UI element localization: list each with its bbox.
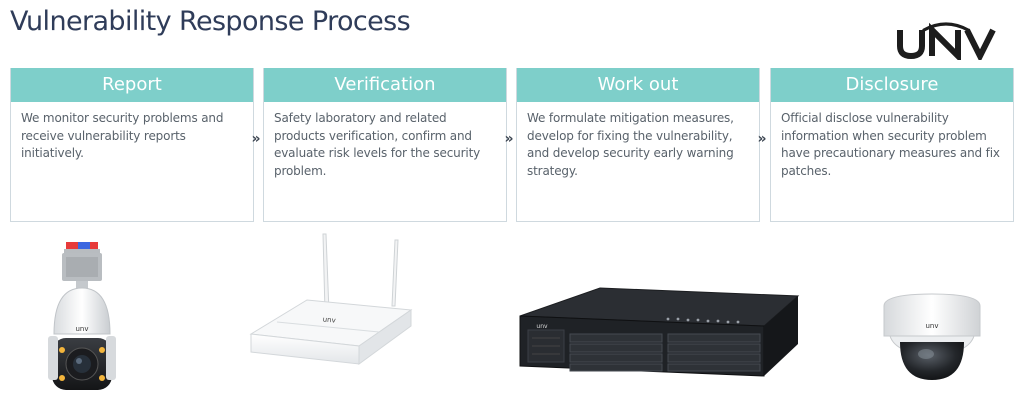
brand-mark: unv bbox=[75, 325, 88, 333]
step-description: Safety laboratory and related products v… bbox=[274, 111, 481, 178]
step-description: We formulate mitigation measures, develo… bbox=[527, 111, 734, 178]
step-title: Disclosure bbox=[771, 68, 1013, 102]
process-steps: Report We monitor security problems and … bbox=[10, 68, 1016, 222]
chevron-right-icon: » bbox=[757, 131, 767, 147]
brand-mark: unv bbox=[925, 322, 938, 330]
rack-nvr-image: unv bbox=[518, 286, 800, 378]
step-work-out: Work out We formulate mitigation measure… bbox=[516, 68, 760, 222]
wireless-nvr-image: unv bbox=[247, 230, 415, 368]
brand-mark: unv bbox=[322, 315, 336, 324]
step-title: Report bbox=[11, 68, 253, 102]
ptz-camera-image: unv bbox=[40, 238, 140, 394]
step-description: We monitor security problems and receive… bbox=[21, 111, 224, 160]
step-description: Official disclose vulnerability informat… bbox=[781, 111, 1000, 178]
brand-mark: unv bbox=[536, 323, 548, 330]
step-title: Verification bbox=[264, 68, 506, 102]
page-title: Vulnerability Response Process bbox=[10, 6, 411, 37]
dome-camera-image: unv bbox=[878, 292, 986, 384]
chevron-right-icon: » bbox=[504, 131, 514, 147]
unv-logo bbox=[894, 16, 998, 60]
step-disclosure: Disclosure Official disclose vulnerabili… bbox=[770, 68, 1014, 222]
chevron-right-icon: » bbox=[251, 131, 261, 147]
step-report: Report We monitor security problems and … bbox=[10, 68, 254, 222]
step-title: Work out bbox=[517, 68, 759, 102]
step-verification: Verification Safety laboratory and relat… bbox=[263, 68, 507, 222]
